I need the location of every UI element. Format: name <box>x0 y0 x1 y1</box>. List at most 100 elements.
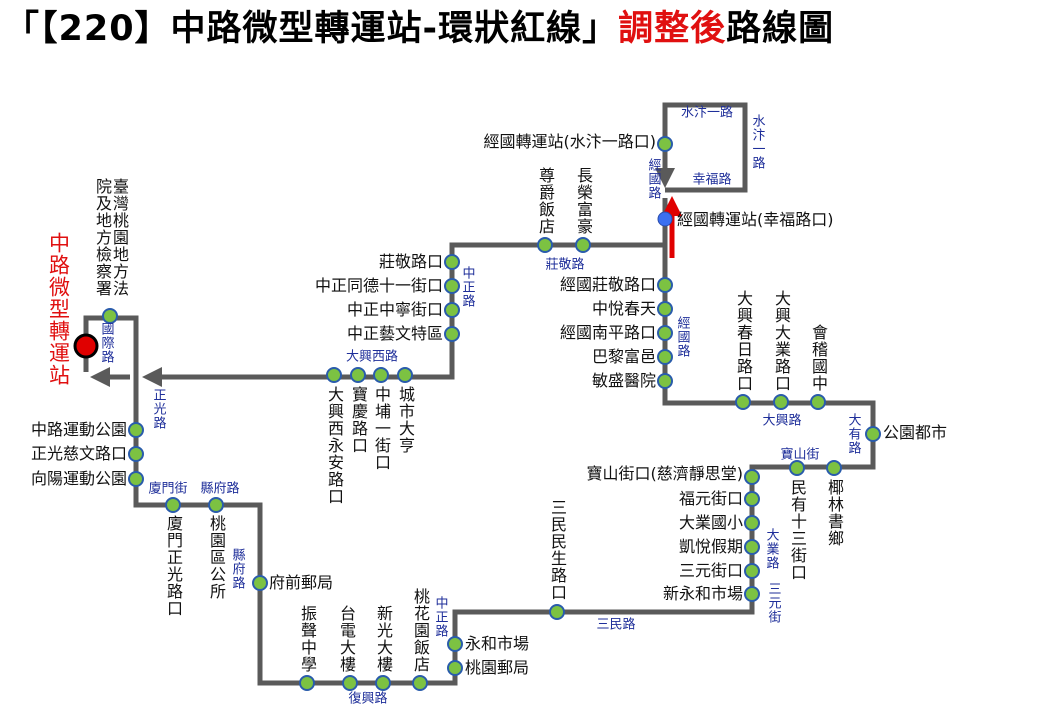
title-highlight: 調整後 <box>618 9 727 49</box>
stop-label: 桃園郵局 <box>465 658 530 677</box>
stop-label: 大興西永安路口 <box>325 386 344 505</box>
road-label: 大興路 <box>762 413 802 429</box>
stop-label: 民有十三街口 <box>788 479 807 581</box>
bus-stop-marker <box>657 136 673 152</box>
stop-label: 正光慈文路口 <box>30 444 127 463</box>
stop-label: 經國莊敬路口 <box>559 275 656 294</box>
stop-label: 台電大樓 <box>337 605 356 673</box>
road-label: 中正路 <box>432 596 448 638</box>
road-label: 正光路 <box>150 388 166 430</box>
bus-stop-marker <box>128 446 144 462</box>
terminus-label: 中路微型轉運站 <box>46 232 71 386</box>
road-label: 大興西路 <box>345 349 399 365</box>
stop-label: 中正中寧街口 <box>346 300 443 319</box>
bus-stop-marker <box>657 277 673 293</box>
bus-stop-marker <box>444 326 460 342</box>
stop-label: 三民民生路口 <box>548 499 567 601</box>
bus-stop-marker <box>412 675 428 691</box>
bus-stop-marker <box>744 491 760 507</box>
stop-label: 經國南平路口 <box>559 323 656 342</box>
stop-label: 三元街口 <box>678 561 743 580</box>
title-main: 「【220】中路微型轉運站-環狀紅線」 <box>4 9 619 49</box>
bus-stop-marker <box>744 539 760 555</box>
bus-stop-marker <box>299 675 315 691</box>
bus-stop-marker <box>744 586 760 602</box>
stop-label: 寶慶路口 <box>349 386 368 454</box>
stop-label: 長榮富豪 <box>574 167 593 235</box>
road-label: 復興路 <box>348 691 388 707</box>
bus-stop-marker <box>342 675 358 691</box>
stop-label: 大興春日路口 <box>734 290 753 392</box>
bus-stop-marker <box>549 604 565 620</box>
road-label: 縣府路 <box>229 548 245 590</box>
bus-stop-marker <box>773 394 789 410</box>
stop-label: 經國轉運站(水汴一路口) <box>483 132 657 151</box>
map-title: 「【220】中路微型轉運站-環狀紅線」調整後路線圖 <box>4 12 834 47</box>
road-label: 廈門街 <box>148 481 188 497</box>
stop-label: 大興大業路口 <box>772 290 791 392</box>
stop-label: 桃花園飯店 <box>411 588 430 673</box>
bus-stop-marker <box>102 308 118 324</box>
bus-stop-marker <box>810 394 826 410</box>
bus-stop-marker <box>789 460 805 476</box>
transfer-marker <box>657 211 673 227</box>
bus-stop-marker <box>397 367 413 383</box>
bus-stop-marker <box>657 325 673 341</box>
stop-label: 城市大亨 <box>396 386 415 454</box>
stop-label: 經國轉運站(幸福路口) <box>677 210 834 229</box>
stop-label: 凱悅假期 <box>678 537 743 556</box>
road-label: 國際路 <box>98 322 114 364</box>
stop-label: 尊爵飯店 <box>536 167 555 235</box>
bus-stop-marker <box>657 301 673 317</box>
stop-label: 福元街口 <box>678 489 743 508</box>
bus-stop-marker <box>447 660 463 676</box>
road-label: 幸福路 <box>692 172 732 188</box>
stop-label-fayuan: 臺灣桃園地方法院及地方檢察署 <box>93 178 129 297</box>
stop-label: 永和市場 <box>465 634 530 653</box>
road-label: 水汴一路 <box>680 105 734 121</box>
stop-label: 敏盛醫院 <box>591 371 656 390</box>
road-label: 大有路 <box>845 413 861 455</box>
bus-stop-marker <box>350 367 366 383</box>
bus-stop-marker <box>375 675 391 691</box>
stop-label: 莊敬路口 <box>378 252 443 271</box>
road-label: 經國路 <box>674 316 690 358</box>
bus-stop-marker <box>744 515 760 531</box>
road-label: 縣府路 <box>200 481 240 497</box>
bus-stop-marker <box>657 373 673 389</box>
stop-label: 巴黎富邑 <box>591 347 656 366</box>
bus-stop-marker <box>165 497 181 513</box>
stop-label: 中埔一街口 <box>372 386 391 471</box>
bus-stop-marker <box>326 367 342 383</box>
stop-label: 公園都市 <box>883 423 948 442</box>
stop-label: 府前郵局 <box>269 573 334 592</box>
bus-stop-marker <box>128 422 144 438</box>
bus-stop-marker <box>575 237 591 253</box>
bus-stop-marker <box>865 426 881 442</box>
bus-stop-marker <box>208 497 224 513</box>
stop-label: 中正同德十一街口 <box>314 276 443 295</box>
stop-label: 大業國小 <box>678 513 743 532</box>
stop-label: 中正藝文特區 <box>346 324 443 343</box>
road-label: 三民路 <box>596 617 636 633</box>
stop-label: 桃園區公所 <box>207 515 226 600</box>
bus-stop-marker <box>657 349 673 365</box>
road-label: 莊敬路 <box>545 257 585 273</box>
bus-stop-marker <box>744 563 760 579</box>
bus-stop-marker <box>252 575 268 591</box>
stop-label: 會稽國中 <box>809 324 828 392</box>
bus-stop-marker <box>744 469 760 485</box>
bus-stop-marker <box>537 237 553 253</box>
stop-label: 振聲中學 <box>298 605 317 673</box>
stop-label: 椰林書鄉 <box>825 479 844 547</box>
stop-label: 向陽運動公園 <box>30 469 127 488</box>
bus-stop-marker <box>444 254 460 270</box>
bus-stop-marker <box>128 471 144 487</box>
route-line-terminus <box>83 198 876 686</box>
bus-stop-marker <box>444 302 460 318</box>
terminus-marker <box>73 333 99 359</box>
bus-stop-marker <box>826 460 842 476</box>
road-label: 大業路 <box>763 528 779 570</box>
